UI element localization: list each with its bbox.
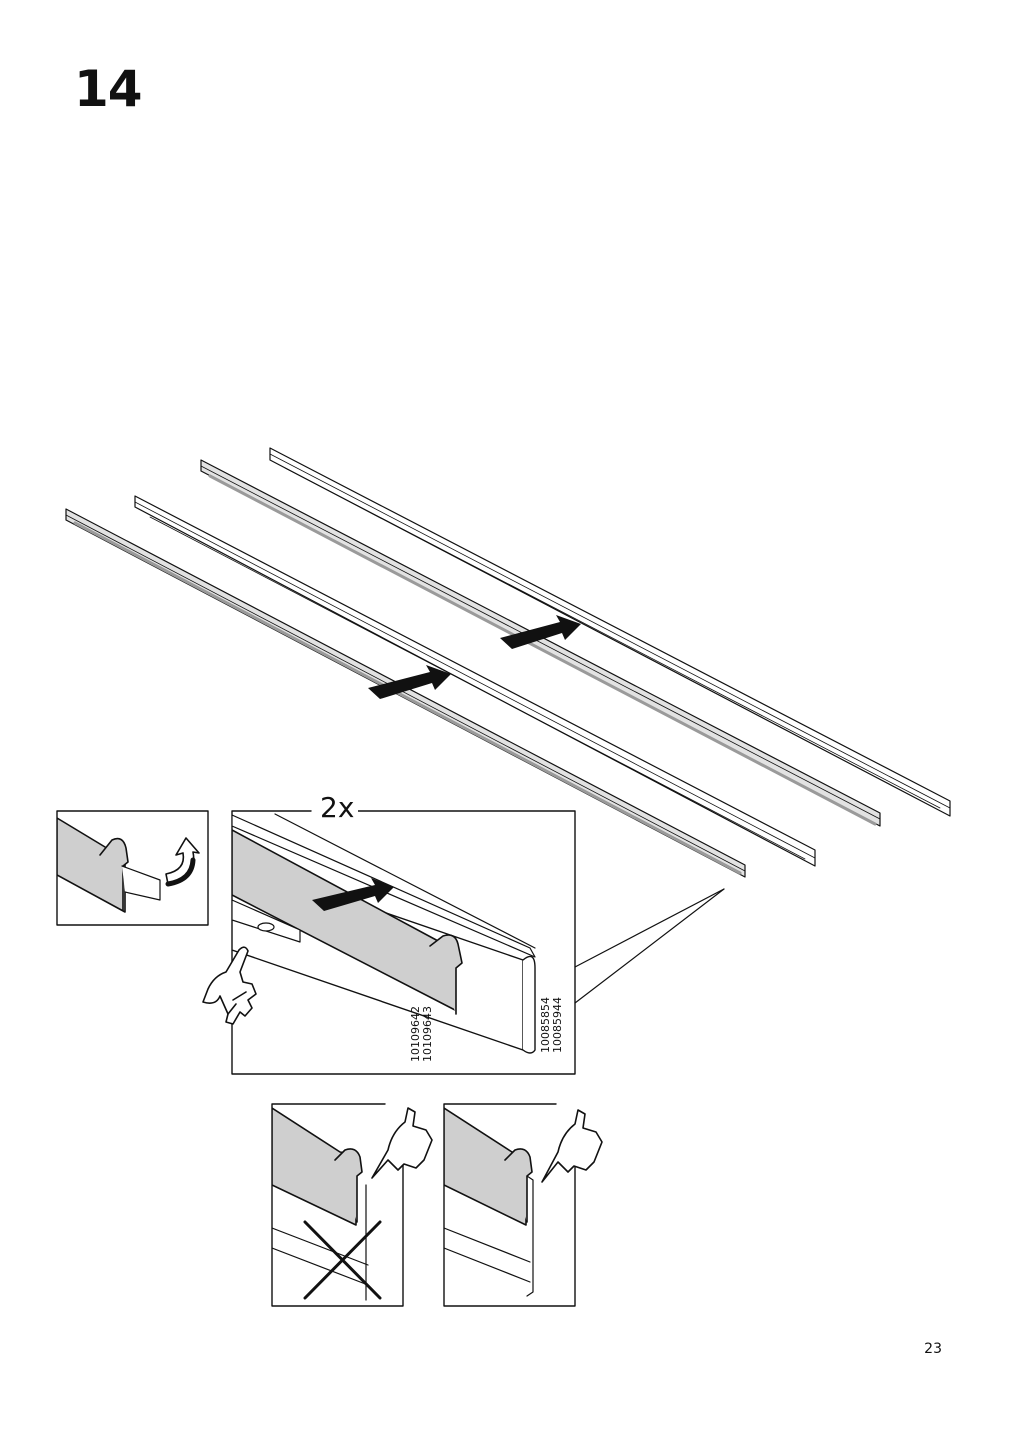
push-arrow-icon — [500, 615, 581, 649]
cross-mark-icon — [303, 1220, 382, 1300]
page-number: 23 — [924, 1341, 942, 1357]
pointing-hand-icon — [202, 946, 257, 1025]
rail-profile-back — [200, 459, 881, 827]
pointing-hand-icon — [371, 1107, 433, 1179]
part-code-b-2: 10085944 — [551, 997, 564, 1053]
pointing-hand-icon — [541, 1109, 603, 1183]
rail-back — [269, 447, 951, 817]
push-arrow-icon — [312, 878, 394, 911]
correct-detail-frame — [443, 1103, 603, 1307]
rail-profile-front — [65, 508, 746, 878]
step-number: 14 — [74, 60, 143, 118]
push-arrow-icon — [368, 665, 451, 699]
fold-detail-frame — [56, 810, 209, 926]
part-code-a-2: 10109643 — [421, 1006, 434, 1062]
part-code-b: 10085854 10085944 — [539, 997, 564, 1053]
quantity-label: 2x — [316, 794, 359, 822]
part-code-a: 10109642 10109643 — [409, 1006, 434, 1062]
rail-front — [134, 495, 816, 867]
wrong-detail-frame — [271, 1103, 433, 1307]
detail-frame — [202, 810, 576, 1075]
